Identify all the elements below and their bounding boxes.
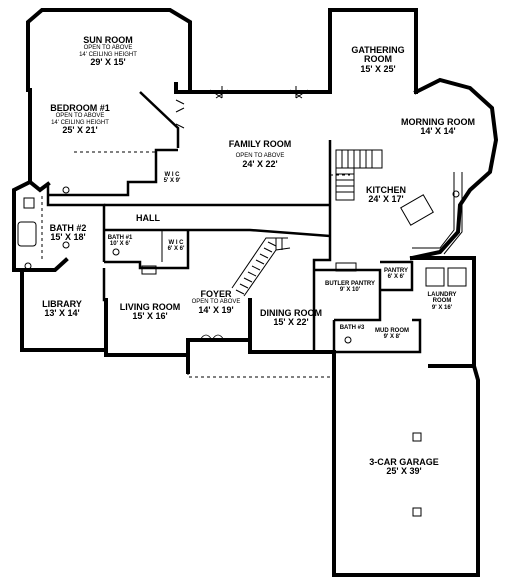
kitchen-staircase bbox=[335, 149, 383, 201]
wall-bath1 bbox=[104, 230, 190, 270]
bath2-name: BATH #2 bbox=[49, 223, 87, 233]
living-name: LIVING ROOM bbox=[119, 302, 181, 312]
room-bath1: BATH #1 10' X 6' bbox=[108, 235, 133, 248]
wall-living-top bbox=[102, 268, 106, 302]
wall-dining-top bbox=[312, 236, 332, 352]
bath-fixtures bbox=[17, 186, 467, 344]
family-note: OPEN TO ABOVE bbox=[235, 153, 285, 160]
wall-laundry bbox=[410, 256, 476, 368]
garage-markers bbox=[412, 432, 422, 517]
room-garage: 3-CAR GARAGE 25' X 39' bbox=[369, 457, 439, 477]
wall-gathering bbox=[328, 8, 418, 94]
butler-name: BUTLER PANTRY bbox=[325, 281, 375, 287]
wall-pantry bbox=[380, 260, 414, 292]
room-bath2: BATH #2 15' X 18' bbox=[49, 223, 87, 243]
laundry-name1: LAUNDRY bbox=[427, 292, 457, 298]
room-sun: SUN ROOM OPEN TO ABOVE 14' CEILING HEIGH… bbox=[79, 35, 137, 68]
hall-name: HALL bbox=[136, 213, 160, 223]
kitchen-size: 24' X 17' bbox=[368, 194, 404, 205]
wic-bed-size: 5' X 9' bbox=[163, 178, 181, 185]
garage-size: 25' X 39' bbox=[386, 466, 422, 477]
bedroom1-name: BEDROOM #1 bbox=[50, 103, 110, 113]
wall-garage bbox=[332, 350, 480, 577]
bath1-name: BATH #1 bbox=[107, 235, 133, 241]
dining-name: DINING ROOM bbox=[260, 308, 322, 318]
porch-line bbox=[187, 360, 335, 378]
mud-name: MUD ROOM bbox=[375, 328, 409, 334]
wall-bedroom-angle bbox=[139, 91, 180, 148]
room-wic-hall: W I C 6' X 6' bbox=[168, 240, 185, 253]
wall-foyer bbox=[186, 338, 252, 374]
wall-butler bbox=[314, 268, 382, 322]
room-pantry: PANTRY 6' X 6' bbox=[384, 268, 408, 281]
room-foyer: FOYER OPEN TO ABOVE 14' X 19' bbox=[191, 289, 241, 315]
sun-room-doors bbox=[175, 99, 185, 129]
pantry-name: PANTRY bbox=[384, 268, 408, 274]
foyer-note: OPEN TO ABOVE bbox=[191, 299, 241, 306]
laundry-size: 9' X 16' bbox=[431, 304, 453, 311]
butler-size: 9' X 10' bbox=[339, 287, 361, 294]
bedroom1-note2: 14' CEILING HEIGHT bbox=[51, 119, 109, 126]
room-laundry: LAUNDRY ROOM 9' X 16' bbox=[427, 292, 456, 311]
wall-living bbox=[104, 298, 190, 357]
library-name: LIBRARY bbox=[42, 299, 82, 309]
room-kitchen: KITCHEN 24' X 17' bbox=[366, 185, 406, 205]
bedroom1-size: 25' X 21' bbox=[62, 125, 98, 136]
room-wic-bedroom: W I C 5' X 9' bbox=[164, 172, 181, 185]
room-bath3: BATH #3 bbox=[340, 325, 365, 331]
room-mud: MUD ROOM 9' X 8' bbox=[375, 328, 409, 341]
wall-sun-room bbox=[26, 8, 192, 92]
wall-mud bbox=[332, 318, 422, 354]
living-size: 15' X 16' bbox=[132, 311, 168, 322]
mud-size: 9' X 8' bbox=[383, 334, 401, 341]
room-morning: MORNING ROOM 14' X 14' bbox=[401, 117, 475, 137]
foyer-door bbox=[199, 334, 225, 341]
room-family: FAMILY ROOM OPEN TO ABOVE 24' X 22' bbox=[228, 139, 292, 169]
dining-size: 15' X 22' bbox=[273, 317, 309, 328]
room-butler: BUTLER PANTRY 9' X 10' bbox=[325, 281, 375, 294]
gathering-size: 15' X 25' bbox=[360, 63, 396, 74]
wic-bed-name: W I C bbox=[164, 172, 180, 178]
morning-name: MORNING ROOM bbox=[401, 117, 475, 127]
gathering-name1: GATHERING bbox=[351, 45, 405, 55]
wall-hall-bottom bbox=[104, 228, 331, 238]
bath1-size: 10' X 6' bbox=[109, 241, 131, 248]
wall-bath2 bbox=[12, 179, 51, 272]
room-hall: HALL bbox=[136, 213, 160, 223]
morning-size: 14' X 14' bbox=[420, 126, 456, 137]
room-library: LIBRARY 13' X 14' bbox=[42, 299, 82, 319]
wic-hall-size: 6' X 6' bbox=[167, 246, 185, 253]
room-bedroom1: BEDROOM #1 OPEN TO ABOVE 14' CEILING HEI… bbox=[50, 103, 110, 136]
laundry-name2: ROOM bbox=[432, 298, 452, 305]
library-size: 13' X 14' bbox=[44, 308, 80, 319]
family-size: 24' X 22' bbox=[242, 158, 278, 169]
room-gathering: GATHERING ROOM 15' X 25' bbox=[351, 45, 405, 74]
main-staircase bbox=[231, 237, 291, 297]
garage-name: 3-CAR GARAGE bbox=[369, 457, 439, 467]
sun-room-name: SUN ROOM bbox=[83, 35, 133, 45]
kitchen-name: KITCHEN bbox=[366, 185, 406, 195]
wall-bedroom-bottom bbox=[48, 148, 178, 197]
kitchen-counters bbox=[400, 172, 463, 255]
bedroom1-note1: OPEN TO ABOVE bbox=[55, 113, 105, 120]
foyer-name: FOYER bbox=[200, 289, 232, 299]
wic-hall-name: W I C bbox=[168, 240, 184, 246]
wall-dining bbox=[248, 298, 336, 354]
bath2-size: 15' X 18' bbox=[50, 232, 86, 243]
sun-room-note2: 14' CEILING HEIGHT bbox=[79, 51, 137, 58]
sun-room-note1: OPEN TO ABOVE bbox=[83, 45, 133, 52]
wall-morning-room bbox=[409, 77, 499, 261]
family-windows bbox=[209, 86, 309, 99]
bath3-name: BATH #3 bbox=[339, 325, 365, 331]
room-dining: DINING ROOM 15' X 22' bbox=[260, 308, 322, 328]
pantry-size: 6' X 6' bbox=[387, 274, 405, 281]
wall-family-top bbox=[174, 8, 332, 94]
room-living: LIVING ROOM 15' X 16' bbox=[119, 302, 181, 322]
sun-room-size: 29' X 15' bbox=[90, 57, 126, 68]
family-name: FAMILY ROOM bbox=[228, 139, 292, 149]
gathering-name2: ROOM bbox=[364, 54, 392, 65]
foyer-size: 14' X 19' bbox=[198, 304, 234, 315]
